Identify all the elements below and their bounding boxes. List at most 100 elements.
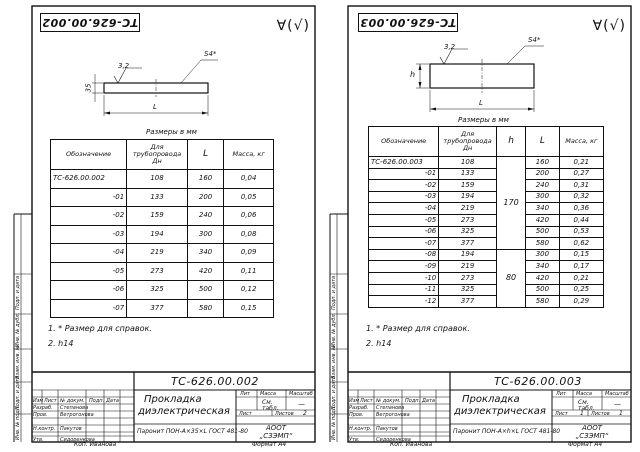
tb-scale-label: Масштаб <box>605 391 629 397</box>
cell-pipe: 133 <box>126 187 188 207</box>
tb-data: Дата <box>422 398 435 404</box>
cell-designation: -05 <box>367 213 440 227</box>
side-label-5: Подп. и дата <box>331 275 337 310</box>
side-label-2: Подп. и дата <box>15 375 21 410</box>
side-label-5: Подп. и дата <box>15 275 21 310</box>
cell-designation: -10 <box>367 271 440 285</box>
cell-mass: 0,11 <box>223 261 274 281</box>
cell-pipe: 325 <box>438 283 497 297</box>
thickness-dimension: 35 <box>84 83 93 93</box>
cell-mass: 0,29 <box>558 295 605 308</box>
tb-izm: Изм <box>349 398 360 404</box>
col-pipe: Для трубопровода Дн <box>126 139 188 170</box>
tb-podp: Подп. <box>89 398 105 404</box>
paper-format: Формат А4 <box>568 441 603 448</box>
cell-designation: -05 <box>49 261 128 281</box>
cell-length: 200 <box>525 167 560 181</box>
side-label-1: Инв. № подл. <box>15 405 21 441</box>
cell-designation: -06 <box>367 225 440 239</box>
cell-length: 500 <box>525 283 560 297</box>
cell-pipe: 377 <box>438 295 497 308</box>
drawing-sheet-left: ТС-626.00.002 ∀(√) 3,2 S4* 35 L Размеры … <box>6 4 318 448</box>
tb-sheets-num: 1 <box>619 410 623 417</box>
cell-mass: 0,09 <box>223 243 274 263</box>
tb-razrab: Разраб. <box>349 405 369 411</box>
spec-table-left: Обозначение Для трубопровода Дн L Масса,… <box>49 139 274 318</box>
cell-length: 580 <box>525 237 560 250</box>
cell-mass: 0,17 <box>558 260 605 273</box>
cell-length: 300 <box>186 224 225 244</box>
roughness-symbol: ∀(√) <box>592 18 626 34</box>
tb-scale-label: Масштаб <box>289 391 313 397</box>
note-1: 1. * Размер для справок. <box>366 324 470 333</box>
tb-mass-value: См. табл. <box>262 399 279 412</box>
cell-designation: -07 <box>367 237 440 250</box>
tb-lit-label: Лит <box>556 391 566 397</box>
cell-designation: -03 <box>49 224 128 244</box>
s4-mark: S4* <box>204 50 217 58</box>
tb-utv: Утв. <box>349 437 360 443</box>
col-designation: Обозначение <box>367 126 440 157</box>
cell-pipe: 219 <box>438 202 497 215</box>
cell-pipe: 219 <box>438 260 497 273</box>
length-dimension: L <box>153 103 157 111</box>
cell-length: 340 <box>525 260 560 273</box>
tb-doc: № докум. <box>60 398 85 404</box>
tb-org-line-2: „СЗЭМП“ <box>575 432 609 440</box>
cell-length: 420 <box>525 213 560 227</box>
cell-mass: 0,27 <box>558 167 605 181</box>
cell-length: 240 <box>186 206 225 226</box>
cell-pipe: 377 <box>438 237 497 250</box>
cell-length: 160 <box>525 156 560 169</box>
cell-mass: 0,53 <box>558 225 605 239</box>
cell-pipe: 108 <box>126 169 188 189</box>
cell-pipe: 194 <box>126 224 188 244</box>
cell-designation: -07 <box>49 298 128 318</box>
cell-designation: -06 <box>49 280 128 300</box>
tb-utv-name: Сидоренкова <box>376 437 411 443</box>
cell-length: 200 <box>186 187 225 207</box>
title-line-1: Прокладка <box>144 394 202 405</box>
roughness-symbol: ∀(√) <box>276 18 310 34</box>
cell-designation: -01 <box>49 187 128 207</box>
cell-pipe: 194 <box>438 248 497 262</box>
cell-designation: ТС-626.00.003 <box>367 156 440 169</box>
title-block-designation: ТС-626.00.002 <box>171 375 259 388</box>
tb-nkontr-name: Пакутов <box>60 426 82 432</box>
tb-mass-label: Масса <box>576 391 592 397</box>
side-label-4: Инв. № дубл. <box>15 312 21 347</box>
cell-mass: 0,21 <box>558 271 605 285</box>
sheet-frame-right <box>329 5 632 443</box>
tb-utv-name: Сидоренкова <box>60 437 95 443</box>
cell-pipe: 273 <box>438 271 497 285</box>
copied-by: Коп. Иванова <box>390 441 433 448</box>
copied-by: Коп. Иванова <box>74 441 117 448</box>
cell-pipe: 194 <box>438 190 497 204</box>
col-length: L <box>186 139 225 170</box>
cell-length: 160 <box>186 169 225 189</box>
tb-sheet-label: Лист <box>555 411 568 417</box>
cell-length: 300 <box>525 248 560 262</box>
tb-sheets-label: Листов <box>591 411 610 417</box>
tb-sheets-num: 2 <box>303 410 307 417</box>
cell-h-group: 80 <box>495 248 527 308</box>
rotated-designation-stamp: ТС-626.00.002 <box>40 13 140 32</box>
tb-list: Лист <box>360 398 373 404</box>
material-spec: Паронит ПОН-А×35×L ГОСТ 481-80 <box>137 428 248 435</box>
cell-mass: 0,12 <box>223 280 274 300</box>
cell-designation: -03 <box>367 190 440 204</box>
tb-org-line-1: АООТ <box>581 424 603 432</box>
col-length: L <box>525 126 560 157</box>
tb-doc: № докум. <box>376 398 401 404</box>
tb-razrab-name: Степанова <box>376 405 405 411</box>
cell-designation: -04 <box>49 243 128 263</box>
s4-mark: S4* <box>528 36 541 44</box>
